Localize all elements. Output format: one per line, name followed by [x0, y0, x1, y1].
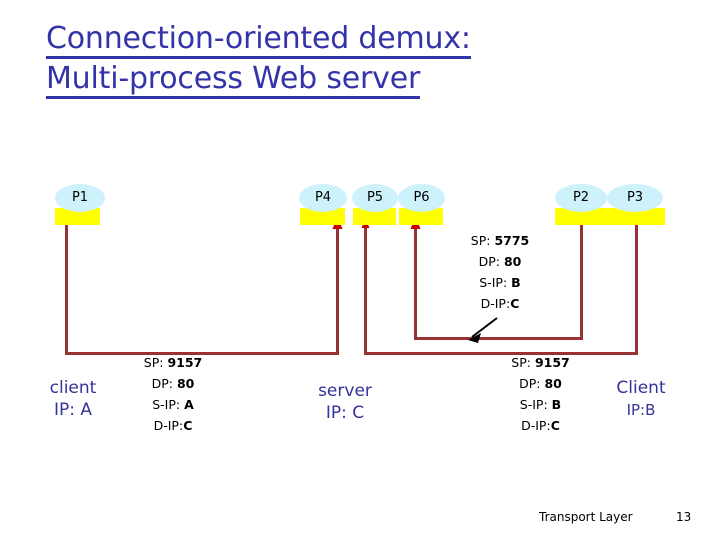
- process-p1[interactable]: P1: [55, 184, 105, 212]
- packet-right-sip: S-IP: B: [478, 394, 603, 415]
- packet-right-dp-label: DP:: [519, 376, 541, 391]
- packet-left-sip-value: A: [184, 397, 194, 412]
- process-p2[interactable]: P2: [555, 184, 607, 212]
- socket-p2-p3[interactable]: [555, 208, 665, 225]
- packet-left-dip-label: D-IP:: [153, 418, 184, 433]
- host-client-b: Client IP:B: [588, 377, 694, 421]
- packet-middle-dp-value: 80: [503, 254, 522, 269]
- packet-left-sp: SP: 9157: [113, 352, 233, 373]
- socket-p6[interactable]: [399, 208, 443, 225]
- process-p6[interactable]: P6: [398, 184, 445, 212]
- packet-right-sp-value: 9157: [534, 355, 570, 370]
- process-p4-label: P4: [314, 190, 332, 205]
- packet-middle: SP: 5775 DP: 80 S-IP: B D-IP:C: [440, 230, 560, 314]
- packet-middle-dip-value: C: [510, 296, 520, 311]
- packet-middle-sip-value: B: [511, 275, 521, 290]
- packet-left-sp-label: SP:: [143, 355, 164, 370]
- process-p3-label: P3: [626, 190, 644, 205]
- packet-right: SP: 9157 DP: 80 S-IP: B D-IP:C: [478, 352, 603, 436]
- footer-course-label: Transport Layer: [539, 510, 633, 524]
- packet-middle-dip: D-IP:C: [440, 293, 560, 314]
- packet-left-dp-label: DP:: [151, 376, 173, 391]
- packet-middle-sp-value: 5775: [494, 233, 530, 248]
- packet-right-dp-value: 80: [544, 376, 562, 391]
- packet-right-sp-label: SP:: [511, 355, 531, 370]
- process-p5-label: P5: [366, 190, 384, 205]
- packet-middle-dp-label: DP:: [478, 254, 500, 269]
- packet-middle-sip-label: S-IP:: [479, 275, 508, 290]
- packet-left-dip: D-IP:C: [113, 415, 233, 436]
- page-title-line-1: Connection-oriented demux:: [46, 22, 471, 59]
- host-client-a: client IP: A: [20, 377, 126, 421]
- process-p1-label: P1: [71, 190, 89, 205]
- socket-p4[interactable]: [300, 208, 345, 225]
- process-p4[interactable]: P4: [299, 184, 347, 212]
- packet-pointer-arrow: [468, 317, 498, 343]
- process-p6-label: P6: [413, 190, 430, 205]
- packet-middle-sp-label: SP:: [470, 233, 491, 248]
- packet-middle-dp: DP: 80: [440, 251, 560, 272]
- packet-middle-sp: SP: 5775: [440, 230, 560, 251]
- host-server-c-name: server: [318, 381, 372, 401]
- host-client-b-ip: IP:B: [626, 401, 656, 419]
- packet-right-sip-label: S-IP:: [519, 397, 548, 412]
- host-server-c: server IP: C: [292, 380, 398, 424]
- socket-p5[interactable]: [353, 208, 396, 225]
- packet-left-dp-value: 80: [176, 376, 195, 391]
- footer-page-number: 13: [676, 510, 692, 524]
- socket-p1[interactable]: [55, 208, 100, 225]
- host-server-c-ip: IP: C: [325, 403, 365, 423]
- packet-left-dip-value: C: [183, 418, 193, 433]
- process-p5[interactable]: P5: [352, 184, 398, 212]
- process-p3[interactable]: P3: [607, 184, 663, 212]
- page-title-line-2: Multi-process Web server: [46, 62, 420, 99]
- host-client-a-ip: IP: A: [53, 400, 93, 420]
- packet-left-dp: DP: 80: [113, 373, 233, 394]
- host-client-b-name: Client: [616, 378, 666, 398]
- host-client-a-name: client: [49, 378, 97, 398]
- packet-right-sip-value: B: [551, 397, 562, 412]
- packet-right-sp: SP: 9157: [478, 352, 603, 373]
- packet-right-dip-value: C: [550, 418, 560, 433]
- packet-left: SP: 9157 DP: 80 S-IP: A D-IP:C: [113, 352, 233, 436]
- page-title: Connection-oriented demux: Multi-process…: [46, 22, 666, 102]
- packet-middle-sip: S-IP: B: [440, 272, 560, 293]
- packet-left-sp-value: 9157: [167, 355, 203, 370]
- packet-left-sip-label: S-IP:: [152, 397, 181, 412]
- process-p2-label: P2: [572, 190, 590, 205]
- packet-right-dp: DP: 80: [478, 373, 603, 394]
- wire-p1-to-p4: [65, 210, 343, 355]
- packet-right-dip: D-IP:C: [478, 415, 603, 436]
- packet-left-sip: S-IP: A: [113, 394, 233, 415]
- packet-middle-dip-label: D-IP:: [480, 296, 511, 311]
- packet-right-dip-label: D-IP:: [521, 418, 551, 433]
